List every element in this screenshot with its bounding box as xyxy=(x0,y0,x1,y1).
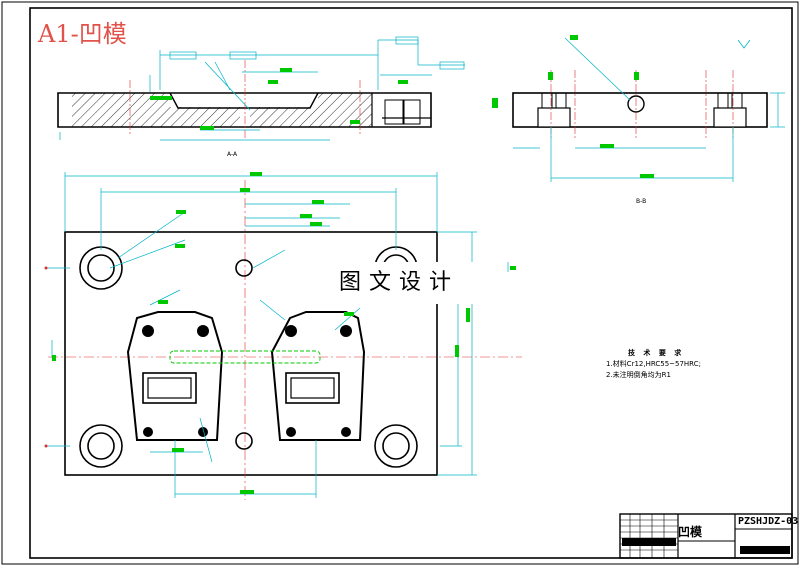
tech-req-item-2: 2.未注明倒角均为R1 xyxy=(606,371,671,379)
tech-req-item-1: 1.材料Cr12,HRC55~57HRC; xyxy=(606,360,701,368)
title-block-drawing-code: PZSHJDZ-03 xyxy=(738,516,799,527)
section-label-a: A-A xyxy=(227,151,238,158)
plan-view xyxy=(44,172,522,500)
technical-requirements: 技 术 要 求 1.材料Cr12,HRC55~57HRC; 2.未注明倒角均为R… xyxy=(606,348,701,381)
tech-req-heading: 技 术 要 求 xyxy=(628,349,685,357)
section-view-a xyxy=(57,36,465,141)
title-block xyxy=(619,513,793,559)
inner-border xyxy=(29,7,793,559)
sheet-label: A1-凹模 xyxy=(38,20,127,48)
title-block-part-name: 凹模 xyxy=(678,525,703,539)
section-view-b xyxy=(492,35,785,182)
section-label-b: B-B xyxy=(636,198,647,205)
watermark: 图文设计 xyxy=(323,262,475,304)
